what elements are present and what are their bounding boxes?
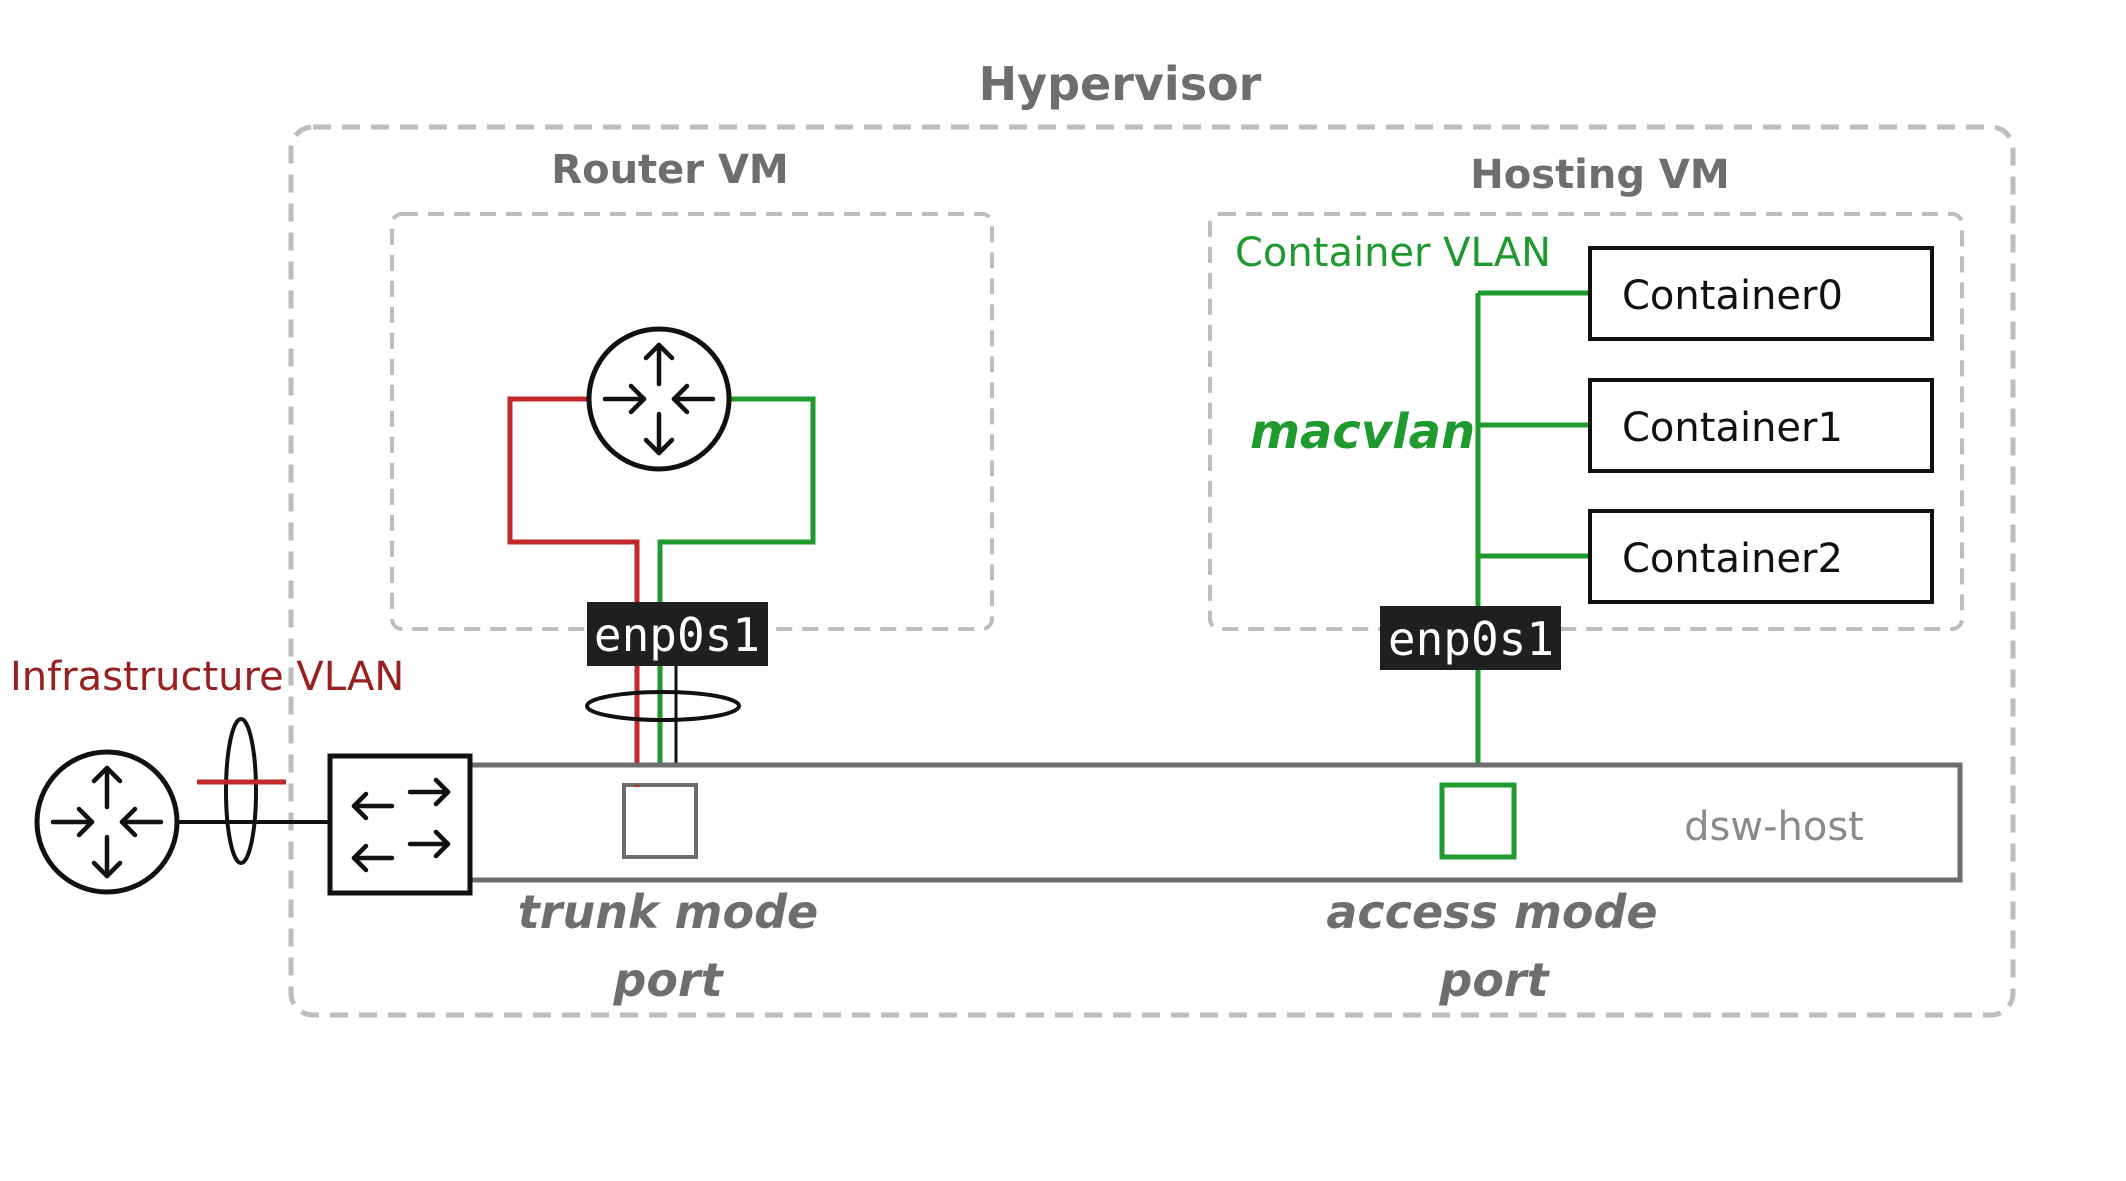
macvlan-label: macvlan [1250, 404, 1475, 460]
router-interface-label: enp0s1 [594, 608, 760, 662]
container-1-label: Container1 [1622, 405, 1843, 451]
dsw-host-bar [467, 762, 1963, 883]
access-port-label-line2: port [1438, 953, 1550, 1007]
container-1: Container1 [1588, 378, 1934, 473]
trunk-port-label-line2: port [612, 953, 724, 1007]
dsw-host-label: dsw-host [1684, 804, 1864, 850]
switch-icon [327, 753, 473, 896]
router-vm-box [390, 212, 994, 631]
hosting-vm-box [1208, 212, 1964, 631]
hypervisor-title: Hypervisor [979, 57, 1262, 111]
trunk-port-label-line1: trunk mode [518, 885, 818, 939]
container-0-label: Container0 [1622, 273, 1843, 319]
trunk-port [622, 783, 698, 859]
infrastructure-vlan-label: Infrastructure VLAN [10, 654, 404, 700]
container-0: Container0 [1588, 246, 1934, 341]
hosting-vm-title: Hosting VM [1470, 152, 1729, 198]
hosting-interface-label: enp0s1 [1388, 612, 1554, 666]
container-2: Container2 [1588, 509, 1934, 604]
router-interface-badge [587, 602, 768, 666]
infra-router-icon [34, 749, 180, 895]
router-vm-title: Router VM [551, 147, 788, 193]
hosting-interface-badge [1380, 606, 1561, 670]
trunk-tag-ellipse [585, 690, 741, 722]
access-port-label-line1: access mode [1326, 885, 1657, 939]
hypervisor-box [288, 124, 2016, 1018]
container-vlan-label: Container VLAN [1235, 230, 1551, 276]
infra-tag-ellipse [224, 717, 258, 865]
router-icon [586, 326, 732, 472]
container-2-label: Container2 [1622, 536, 1843, 582]
access-port [1439, 782, 1517, 860]
